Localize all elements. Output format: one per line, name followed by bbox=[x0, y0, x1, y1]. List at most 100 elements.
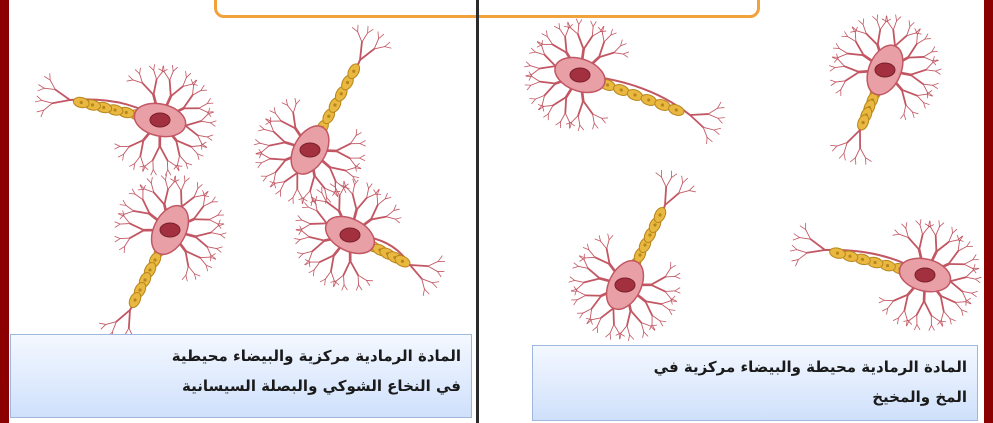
dendrite-branch bbox=[371, 205, 378, 220]
dendrite-branch bbox=[410, 265, 422, 279]
dendrite-branch bbox=[578, 125, 580, 131]
caption-right-line-1: المادة الرمادية محيطة والبيضاء مركزية في bbox=[543, 352, 967, 382]
dendrite-branch bbox=[592, 296, 602, 309]
dendrite-branch bbox=[171, 86, 183, 96]
dendrite-branch bbox=[526, 62, 530, 66]
dendrite-branch bbox=[607, 249, 610, 264]
dendrite-branch bbox=[924, 301, 931, 315]
dendrite-branch bbox=[274, 172, 276, 182]
dendrite-branch bbox=[154, 70, 157, 79]
schwann-nucleus bbox=[886, 264, 889, 267]
dendrite-branch bbox=[331, 255, 334, 271]
dendrite-branch bbox=[357, 198, 367, 210]
dendrite-branch bbox=[975, 277, 981, 279]
dendrite-branch bbox=[894, 295, 908, 301]
dendrite-branch bbox=[950, 281, 962, 291]
dendrite-branch bbox=[437, 271, 441, 276]
dendrite-branch bbox=[578, 34, 584, 49]
dendrite-branch bbox=[424, 289, 429, 294]
dendrite-branch bbox=[422, 279, 432, 283]
dendrite-branch bbox=[161, 176, 165, 180]
dendrite-branch bbox=[877, 15, 878, 21]
dendrite-branch bbox=[316, 200, 326, 201]
dendrite-branch bbox=[386, 217, 395, 219]
dendrite-branch bbox=[254, 143, 260, 144]
dendrite-branch bbox=[367, 188, 369, 197]
dendrite-branch bbox=[863, 25, 866, 34]
dendrite-branch bbox=[185, 251, 188, 266]
dendrite-branch bbox=[967, 242, 970, 247]
dendrite-branch bbox=[860, 148, 865, 158]
dendrite-branch bbox=[140, 68, 141, 74]
dendrite-branch bbox=[627, 326, 630, 335]
dendrite-branch bbox=[183, 95, 192, 108]
dendrite-branch bbox=[714, 130, 719, 134]
dendrite-branch bbox=[275, 182, 284, 184]
dendrite-branch bbox=[882, 19, 888, 22]
schwann-nucleus bbox=[638, 253, 641, 256]
dendrite-branch bbox=[794, 234, 800, 238]
dendrite-branch bbox=[907, 33, 916, 36]
dendrite-branch bbox=[285, 173, 298, 182]
dendrite-branch bbox=[665, 193, 679, 205]
dendrite-branch bbox=[602, 32, 604, 42]
dendrite-branch bbox=[185, 251, 200, 258]
dendrite-branch bbox=[149, 66, 153, 70]
dendrite-branch bbox=[593, 22, 596, 27]
dendrite-branch bbox=[614, 324, 619, 333]
dendrite-branch bbox=[939, 223, 943, 227]
dendrite-branch bbox=[893, 30, 895, 46]
nucleus bbox=[340, 228, 360, 242]
dendrite-branch bbox=[532, 99, 536, 104]
dendrite-branch bbox=[124, 147, 130, 155]
dendrite-branch bbox=[360, 144, 365, 146]
dendrite-branch bbox=[302, 198, 307, 201]
dendrite-branch bbox=[302, 220, 311, 224]
dendrite-branch bbox=[260, 126, 264, 130]
dendrite-branch bbox=[690, 115, 703, 127]
dendrite-branch bbox=[877, 21, 880, 30]
dendrite-branch bbox=[665, 269, 670, 277]
dendrite-branch bbox=[120, 238, 130, 239]
dendrite-branch bbox=[135, 70, 139, 74]
dendrite-branch bbox=[344, 261, 351, 275]
dendrite-branch bbox=[904, 114, 906, 120]
dendrite-branch bbox=[608, 234, 609, 240]
dendrite-branch bbox=[127, 80, 133, 81]
dendrite-branch bbox=[309, 237, 324, 241]
dendrite-branch bbox=[554, 26, 559, 29]
dendrite-branch bbox=[264, 129, 273, 131]
dendrite-branch bbox=[917, 94, 927, 95]
dendrite-branch bbox=[592, 27, 593, 37]
dendrite-branch bbox=[949, 240, 958, 242]
dendrite-branch bbox=[671, 174, 676, 178]
dendrite-branch bbox=[594, 123, 598, 128]
dendrite-branch bbox=[200, 257, 210, 258]
dendrite-branch bbox=[585, 257, 595, 258]
dendrite-branch bbox=[584, 278, 600, 282]
dendrite-branch bbox=[191, 146, 201, 147]
dendrite-branch bbox=[55, 90, 70, 100]
dendrite-branch bbox=[914, 324, 916, 329]
dendrite-branch bbox=[917, 34, 918, 44]
dendrite-branch bbox=[37, 110, 44, 112]
dendrite-branch bbox=[932, 51, 938, 52]
dendrite-branch bbox=[909, 315, 917, 321]
dendrite-branch bbox=[830, 145, 836, 146]
schwann-nucleus bbox=[658, 213, 661, 216]
dendrite-branch bbox=[573, 266, 579, 268]
schwann-nucleus bbox=[138, 288, 141, 291]
dendrite-branch bbox=[115, 146, 120, 149]
dendrite-branch bbox=[793, 238, 799, 240]
dendrite-branch bbox=[124, 216, 130, 223]
dendrite-branch bbox=[588, 268, 600, 278]
dendrite-branch bbox=[211, 226, 218, 233]
dendrite-branch bbox=[792, 260, 799, 261]
dendrite-branch bbox=[935, 69, 941, 71]
dendrite-branch bbox=[371, 217, 386, 220]
dendrite-branch bbox=[385, 42, 390, 46]
dendrite-branch bbox=[848, 37, 856, 42]
dendrite-branch bbox=[299, 254, 303, 258]
dendrite-branch bbox=[544, 105, 553, 106]
dendrite-branch bbox=[917, 39, 925, 44]
